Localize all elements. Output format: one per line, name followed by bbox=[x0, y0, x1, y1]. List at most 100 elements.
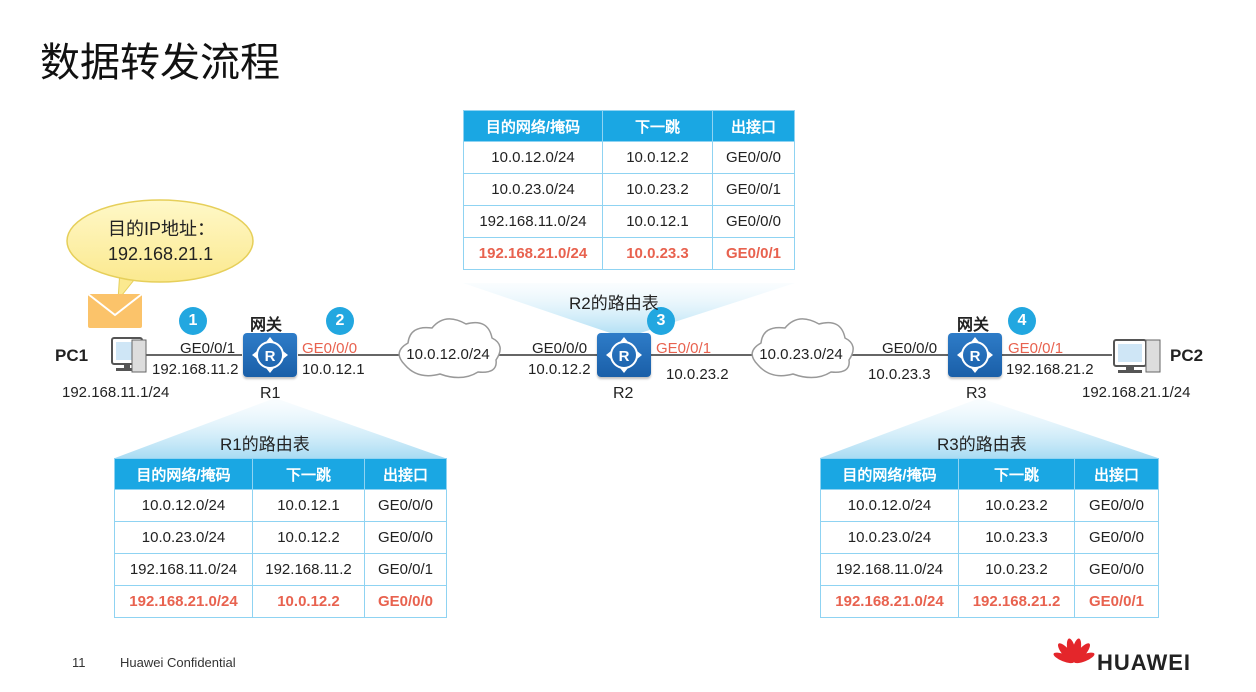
table-row: 10.0.12.0/24 10.0.12.1 GE0/0/0 bbox=[114, 489, 447, 522]
destination-ip-bubble bbox=[66, 199, 254, 302]
table-row-highlighted: 192.168.21.0/24 192.168.21.2 GE0/0/1 bbox=[820, 585, 1159, 618]
table-cell: GE0/0/0 bbox=[364, 521, 447, 554]
pc1-name: PC1 bbox=[55, 346, 89, 365]
table-cell: 10.0.23.3 bbox=[602, 237, 713, 270]
r2-name: R2 bbox=[613, 385, 634, 402]
pc2-computer-icon bbox=[1113, 339, 1161, 373]
table-cell: 10.0.23.2 bbox=[958, 489, 1075, 522]
table-cell: 192.168.21.0/24 bbox=[820, 585, 959, 618]
step-2-badge: 2 bbox=[326, 307, 354, 335]
col-header-next-hop: 下一跳 bbox=[252, 458, 365, 490]
step-1-badge: 1 bbox=[179, 307, 207, 335]
r2-ip-left: 10.0.12.2 bbox=[528, 361, 591, 378]
r1-gateway-label: 网关 bbox=[250, 317, 283, 334]
table-cell: GE0/0/0 bbox=[364, 585, 447, 618]
table-cell: 10.0.12.2 bbox=[602, 141, 713, 174]
footer-page-number: 11 bbox=[72, 655, 86, 670]
r3-if-right: GE0/0/1 bbox=[1008, 340, 1064, 357]
table-cell: 192.168.11.2 bbox=[252, 553, 365, 586]
router-r1-icon[interactable]: R bbox=[243, 333, 297, 377]
r1-if-left: GE0/0/1 bbox=[180, 340, 236, 357]
svg-text:R: R bbox=[265, 348, 276, 365]
router-r3-icon[interactable]: R bbox=[948, 333, 1002, 377]
table-cell: 10.0.12.2 bbox=[252, 521, 365, 554]
table-row: 192.168.11.0/24 192.168.11.2 GE0/0/1 bbox=[114, 553, 447, 586]
bubble-line-2: 192.168.21.1 bbox=[108, 244, 214, 264]
huawei-logo-icon bbox=[1053, 638, 1095, 664]
huawei-brand: HUAWEI bbox=[1097, 650, 1191, 675]
envelope-icon bbox=[87, 293, 143, 328]
table-cell: 10.0.23.2 bbox=[958, 553, 1075, 586]
col-header-out-interface: 出接口 bbox=[364, 458, 447, 490]
table-cell: 192.168.11.0/24 bbox=[114, 553, 253, 586]
table-cell: 192.168.11.0/24 bbox=[463, 205, 603, 238]
r3-table-caption: R3的路由表 bbox=[937, 435, 1027, 454]
r1-routing-table: 目的网络/掩码 下一跳 出接口 10.0.12.0/24 10.0.12.1 G… bbox=[114, 458, 447, 618]
cloud-icon bbox=[398, 318, 501, 379]
table-row: 192.168.11.0/24 10.0.23.2 GE0/0/0 bbox=[820, 553, 1159, 586]
table-cell: GE0/0/1 bbox=[364, 553, 447, 586]
table-cell: GE0/0/0 bbox=[712, 141, 795, 174]
table-row: 192.168.11.0/24 10.0.12.1 GE0/0/0 bbox=[463, 205, 795, 238]
table-cell: 10.0.12.0/24 bbox=[820, 489, 959, 522]
col-header-destination: 目的网络/掩码 bbox=[114, 458, 253, 490]
r3-routing-table: 目的网络/掩码 下一跳 出接口 10.0.12.0/24 10.0.23.2 G… bbox=[820, 458, 1159, 618]
table-cell: 10.0.12.1 bbox=[602, 205, 713, 238]
cloud-icon bbox=[751, 318, 854, 379]
table-cell: GE0/0/1 bbox=[1074, 585, 1159, 618]
table-cell: 10.0.23.0/24 bbox=[114, 521, 253, 554]
svg-text:R: R bbox=[619, 348, 630, 365]
table-cell: GE0/0/1 bbox=[712, 173, 795, 206]
r2-ip-right: 10.0.23.2 bbox=[666, 366, 729, 383]
r2-table-spotlight bbox=[463, 283, 795, 338]
table-row-highlighted: 192.168.21.0/24 10.0.12.2 GE0/0/0 bbox=[114, 585, 447, 618]
col-header-next-hop: 下一跳 bbox=[602, 110, 713, 142]
pc2-ip: 192.168.21.1/24 bbox=[1082, 384, 1191, 401]
cloud-left-network: 10.0.12.0/24 bbox=[406, 346, 490, 363]
svg-text:R: R bbox=[970, 348, 981, 365]
table-row: 10.0.23.0/24 10.0.12.2 GE0/0/0 bbox=[114, 521, 447, 554]
table-cell: 192.168.21.0/24 bbox=[114, 585, 253, 618]
bubble-line-1: 目的IP地址： bbox=[108, 219, 216, 239]
pc2-name: PC2 bbox=[1170, 346, 1204, 365]
table-cell: GE0/0/0 bbox=[712, 205, 795, 238]
table-row: 10.0.23.0/24 10.0.23.2 GE0/0/1 bbox=[463, 173, 795, 206]
table-cell: GE0/0/1 bbox=[712, 237, 795, 270]
r3-ip-right: 192.168.21.2 bbox=[1006, 361, 1094, 378]
col-header-next-hop: 下一跳 bbox=[958, 458, 1075, 490]
step-4-badge: 4 bbox=[1008, 307, 1036, 335]
table-cell: 10.0.12.2 bbox=[252, 585, 365, 618]
r3-if-left: GE0/0/0 bbox=[882, 340, 938, 357]
table-header-row: 目的网络/掩码 下一跳 出接口 bbox=[820, 458, 1159, 490]
table-cell: 10.0.23.0/24 bbox=[463, 173, 603, 206]
r1-table-caption: R1的路由表 bbox=[220, 435, 310, 454]
table-row: 10.0.23.0/24 10.0.23.3 GE0/0/0 bbox=[820, 521, 1159, 554]
table-cell: GE0/0/0 bbox=[364, 489, 447, 522]
col-header-out-interface: 出接口 bbox=[712, 110, 795, 142]
table-cell: GE0/0/0 bbox=[1074, 553, 1159, 586]
table-row: 10.0.12.0/24 10.0.23.2 GE0/0/0 bbox=[820, 489, 1159, 522]
table-cell: 192.168.11.0/24 bbox=[820, 553, 959, 586]
r2-table-caption: R2的路由表 bbox=[569, 294, 659, 313]
table-cell: GE0/0/0 bbox=[1074, 489, 1159, 522]
table-cell: 10.0.12.0/24 bbox=[463, 141, 603, 174]
r1-name: R1 bbox=[260, 385, 281, 402]
table-header-row: 目的网络/掩码 下一跳 出接口 bbox=[114, 458, 447, 490]
col-header-out-interface: 出接口 bbox=[1074, 458, 1159, 490]
table-cell: 10.0.12.1 bbox=[252, 489, 365, 522]
r1-ip-right: 10.0.12.1 bbox=[302, 361, 365, 378]
r2-if-right: GE0/0/1 bbox=[656, 340, 712, 357]
router-r2-icon[interactable]: R bbox=[597, 333, 651, 377]
r1-ip-left: 192.168.11.2 bbox=[152, 361, 239, 378]
table-cell: 10.0.23.0/24 bbox=[820, 521, 959, 554]
r3-gateway-label: 网关 bbox=[957, 317, 990, 334]
page-title: 数据转发流程 bbox=[40, 40, 280, 86]
table-cell: 10.0.23.2 bbox=[602, 173, 713, 206]
table-row-highlighted: 192.168.21.0/24 10.0.23.3 GE0/0/1 bbox=[463, 237, 795, 270]
r1-table-spotlight bbox=[115, 398, 445, 458]
pc1-ip: 192.168.11.1/24 bbox=[62, 384, 170, 401]
r3-name: R3 bbox=[966, 385, 987, 402]
r3-table-spotlight bbox=[820, 398, 1158, 458]
table-header-row: 目的网络/掩码 下一跳 出接口 bbox=[463, 110, 795, 142]
